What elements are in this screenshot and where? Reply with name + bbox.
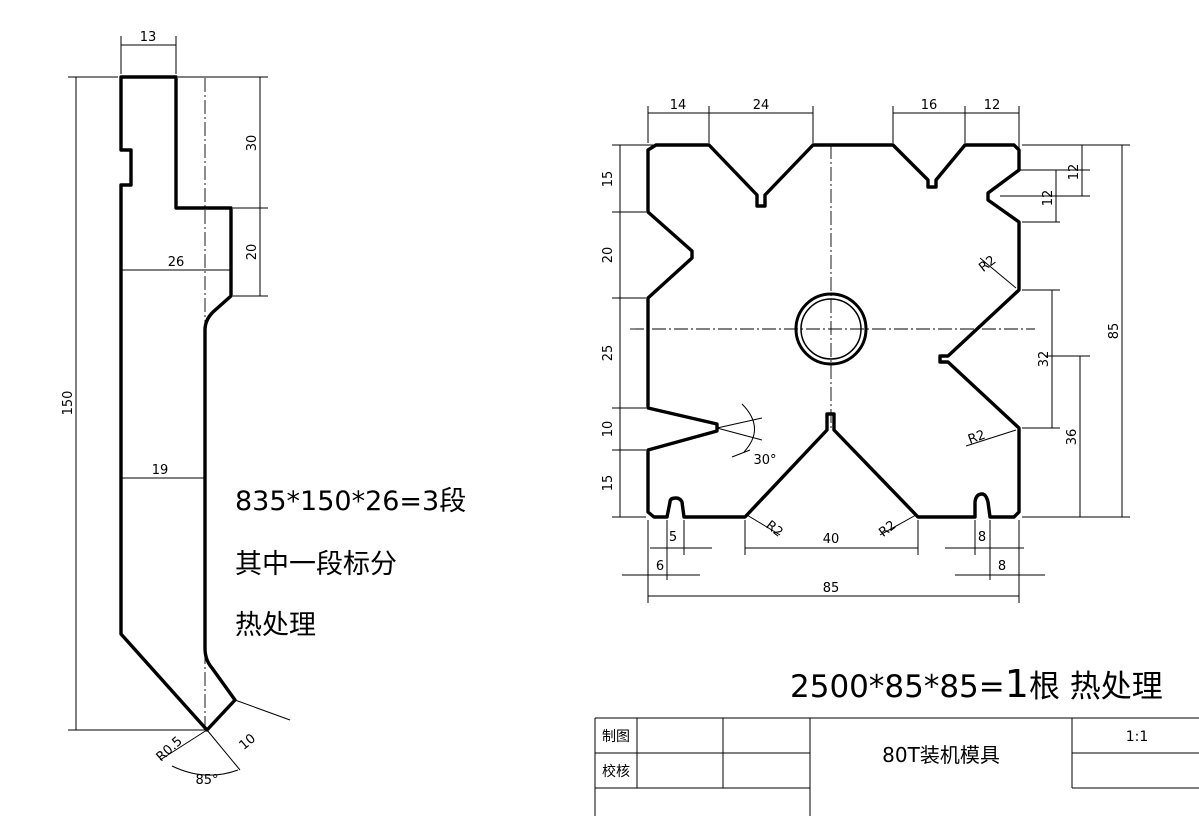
dim-radius-1: R2	[976, 253, 999, 275]
dim-body-width: 19	[152, 463, 169, 478]
dim-top-b: 24	[753, 98, 770, 113]
dim-top-width: 13	[140, 30, 157, 45]
upper-punch-view: 13 30 20 26 150 19 R0.5 10 85° 835*150*2…	[61, 30, 466, 788]
die-note-size: 2500*85*85=	[790, 669, 1005, 705]
dim-left-2: 20	[601, 247, 616, 264]
dim-top-a: 14	[670, 98, 687, 113]
note-line-1: 835*150*26=3段	[235, 486, 466, 517]
dim-left-5: 15	[601, 475, 616, 492]
title-block: 制图 校核 80T装机模具 1:1	[594, 717, 1199, 816]
dim-right-b: 12	[1041, 190, 1056, 207]
dim-right-c: 32	[1037, 351, 1052, 368]
title-block-scale: 1:1	[1126, 729, 1149, 745]
dim-left-1: 15	[601, 171, 616, 188]
note-line-3: 热处理	[235, 610, 316, 641]
title-block-drawn-label: 制图	[602, 729, 630, 745]
dim-angle: 30°	[753, 453, 776, 468]
dim-top-d: 12	[984, 98, 1001, 113]
dim-total-height: 150	[61, 391, 76, 416]
dim-tip-length: 10	[237, 731, 259, 753]
dim-neck-width: 26	[168, 255, 185, 270]
four-way-die-view: 14 24 16 12 15 20 25 10 15 12 12 85 32	[601, 98, 1163, 706]
die-note: 2500*85*85=1根 热处理	[790, 662, 1163, 706]
dim-left-3: 25	[601, 345, 616, 362]
dim-right-a: 12	[1067, 164, 1082, 181]
title-block-checked-label: 校核	[602, 763, 630, 780]
note-line-2: 其中一段标分	[235, 549, 397, 580]
dim-tip-angle: 85°	[195, 773, 218, 788]
dim-bottom-c: 40	[823, 532, 840, 547]
dim-bottom-a: 5	[669, 530, 677, 545]
dim-radius-4: R2	[876, 518, 899, 540]
dim-bottom-e: 8	[998, 559, 1006, 574]
dim-bottom-d: 8	[978, 530, 986, 545]
dim-bottom-total: 85	[823, 581, 840, 596]
die-block-outline	[646, 143, 1021, 519]
dim-right-d: 36	[1065, 429, 1080, 446]
dim-bottom-b: 6	[656, 559, 664, 574]
dim-left-4: 10	[601, 421, 616, 438]
dim-top-c: 16	[921, 98, 938, 113]
dim-upper-step: 30	[245, 135, 260, 152]
dim-step-height: 20	[245, 244, 260, 261]
dim-tip-radius: R0.5	[154, 734, 186, 765]
dim-radius-3: R2	[763, 518, 786, 540]
die-note-qty: 1	[1005, 662, 1029, 706]
die-note-suffix: 根 热处理	[1029, 669, 1163, 705]
title-block-title: 80T装机模具	[882, 743, 1000, 767]
dim-radius-2: R2	[966, 428, 987, 448]
dim-right-total: 85	[1107, 323, 1122, 340]
upper-punch-outline	[119, 75, 237, 732]
